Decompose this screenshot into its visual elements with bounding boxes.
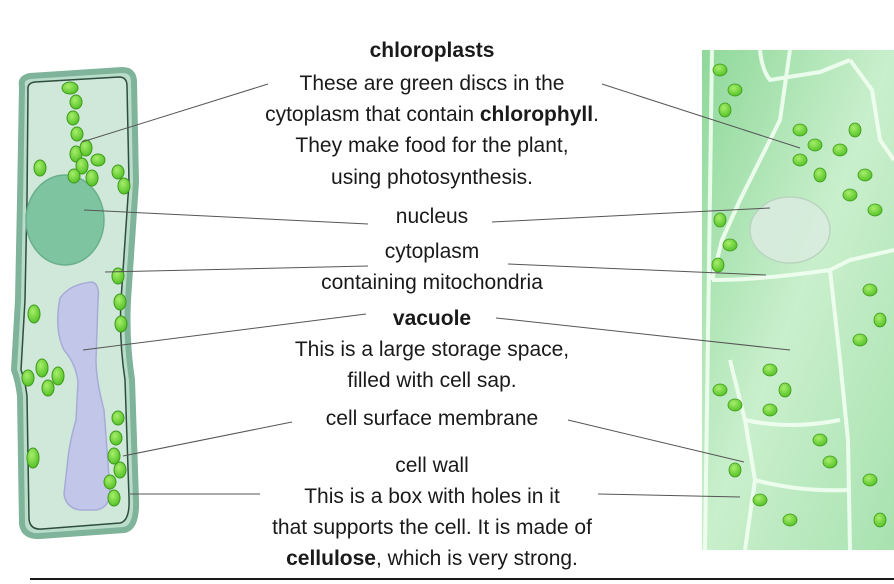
label-chlorophyll: chlorophyll	[479, 103, 594, 126]
leader-chloroplast-right	[601, 83, 801, 149]
leader-membrane-right	[567, 419, 745, 463]
label-cell-wall-line3-post: , which is very strong.	[375, 547, 578, 570]
leader-cytoplasm-left	[104, 265, 369, 273]
leader-nucleus-left	[83, 209, 369, 225]
label-cell-wall-title: cell wall	[395, 454, 469, 477]
label-cellulose: cellulose	[286, 547, 376, 570]
leader-nucleus-right	[491, 207, 771, 223]
label-cytoplasm: cytoplasm	[384, 240, 480, 263]
nucleus-shape	[25, 174, 105, 266]
label-vacuole-line2: filled with cell sap.	[347, 369, 517, 392]
label-chloroplasts-line2-post: .	[593, 103, 599, 126]
label-chloroplasts-line2: cytoplasm that contain chlorophyll.	[0, 101, 864, 128]
label-cell-wall-line1: This is a box with holes in it	[304, 485, 560, 508]
leader-cytoplasm-right	[507, 263, 767, 276]
leader-lines	[81, 83, 801, 498]
plant-cell-drawing	[10, 66, 140, 540]
micrograph-nucleus	[749, 196, 831, 264]
label-chloroplasts-line3: They make food for the plant,	[295, 134, 569, 157]
leader-vacuole-left	[82, 313, 367, 351]
label-chloroplasts-line1: These are green discs in the	[299, 72, 565, 95]
label-nucleus: nucleus	[395, 205, 469, 228]
leader-membrane-left	[122, 421, 293, 457]
label-vacuole-title: vacuole	[392, 307, 472, 330]
vacuole-shape	[57, 281, 111, 511]
chloroplast-group	[21, 81, 131, 507]
label-chloroplasts-line4: using photosynthesis.	[331, 166, 533, 189]
label-vacuole-line1: This is a large storage space,	[294, 338, 570, 361]
leader-vacuole-right	[495, 317, 791, 351]
label-cell-wall-line3: cellulose, which is very strong.	[0, 545, 864, 572]
label-chloroplasts-line2-pre: cytoplasm that contain	[265, 103, 480, 126]
cell-micrograph	[702, 49, 894, 551]
leader-chloroplast-left	[81, 83, 269, 143]
label-cell-wall-line2: that supports the cell. It is made of	[272, 516, 592, 539]
leader-wall-right	[597, 493, 741, 498]
label-cytoplasm-line2: containing mitochondria	[321, 271, 543, 294]
label-cell-surface-membrane: cell surface membrane	[325, 407, 539, 430]
label-chloroplasts-title: chloroplasts	[369, 39, 495, 62]
